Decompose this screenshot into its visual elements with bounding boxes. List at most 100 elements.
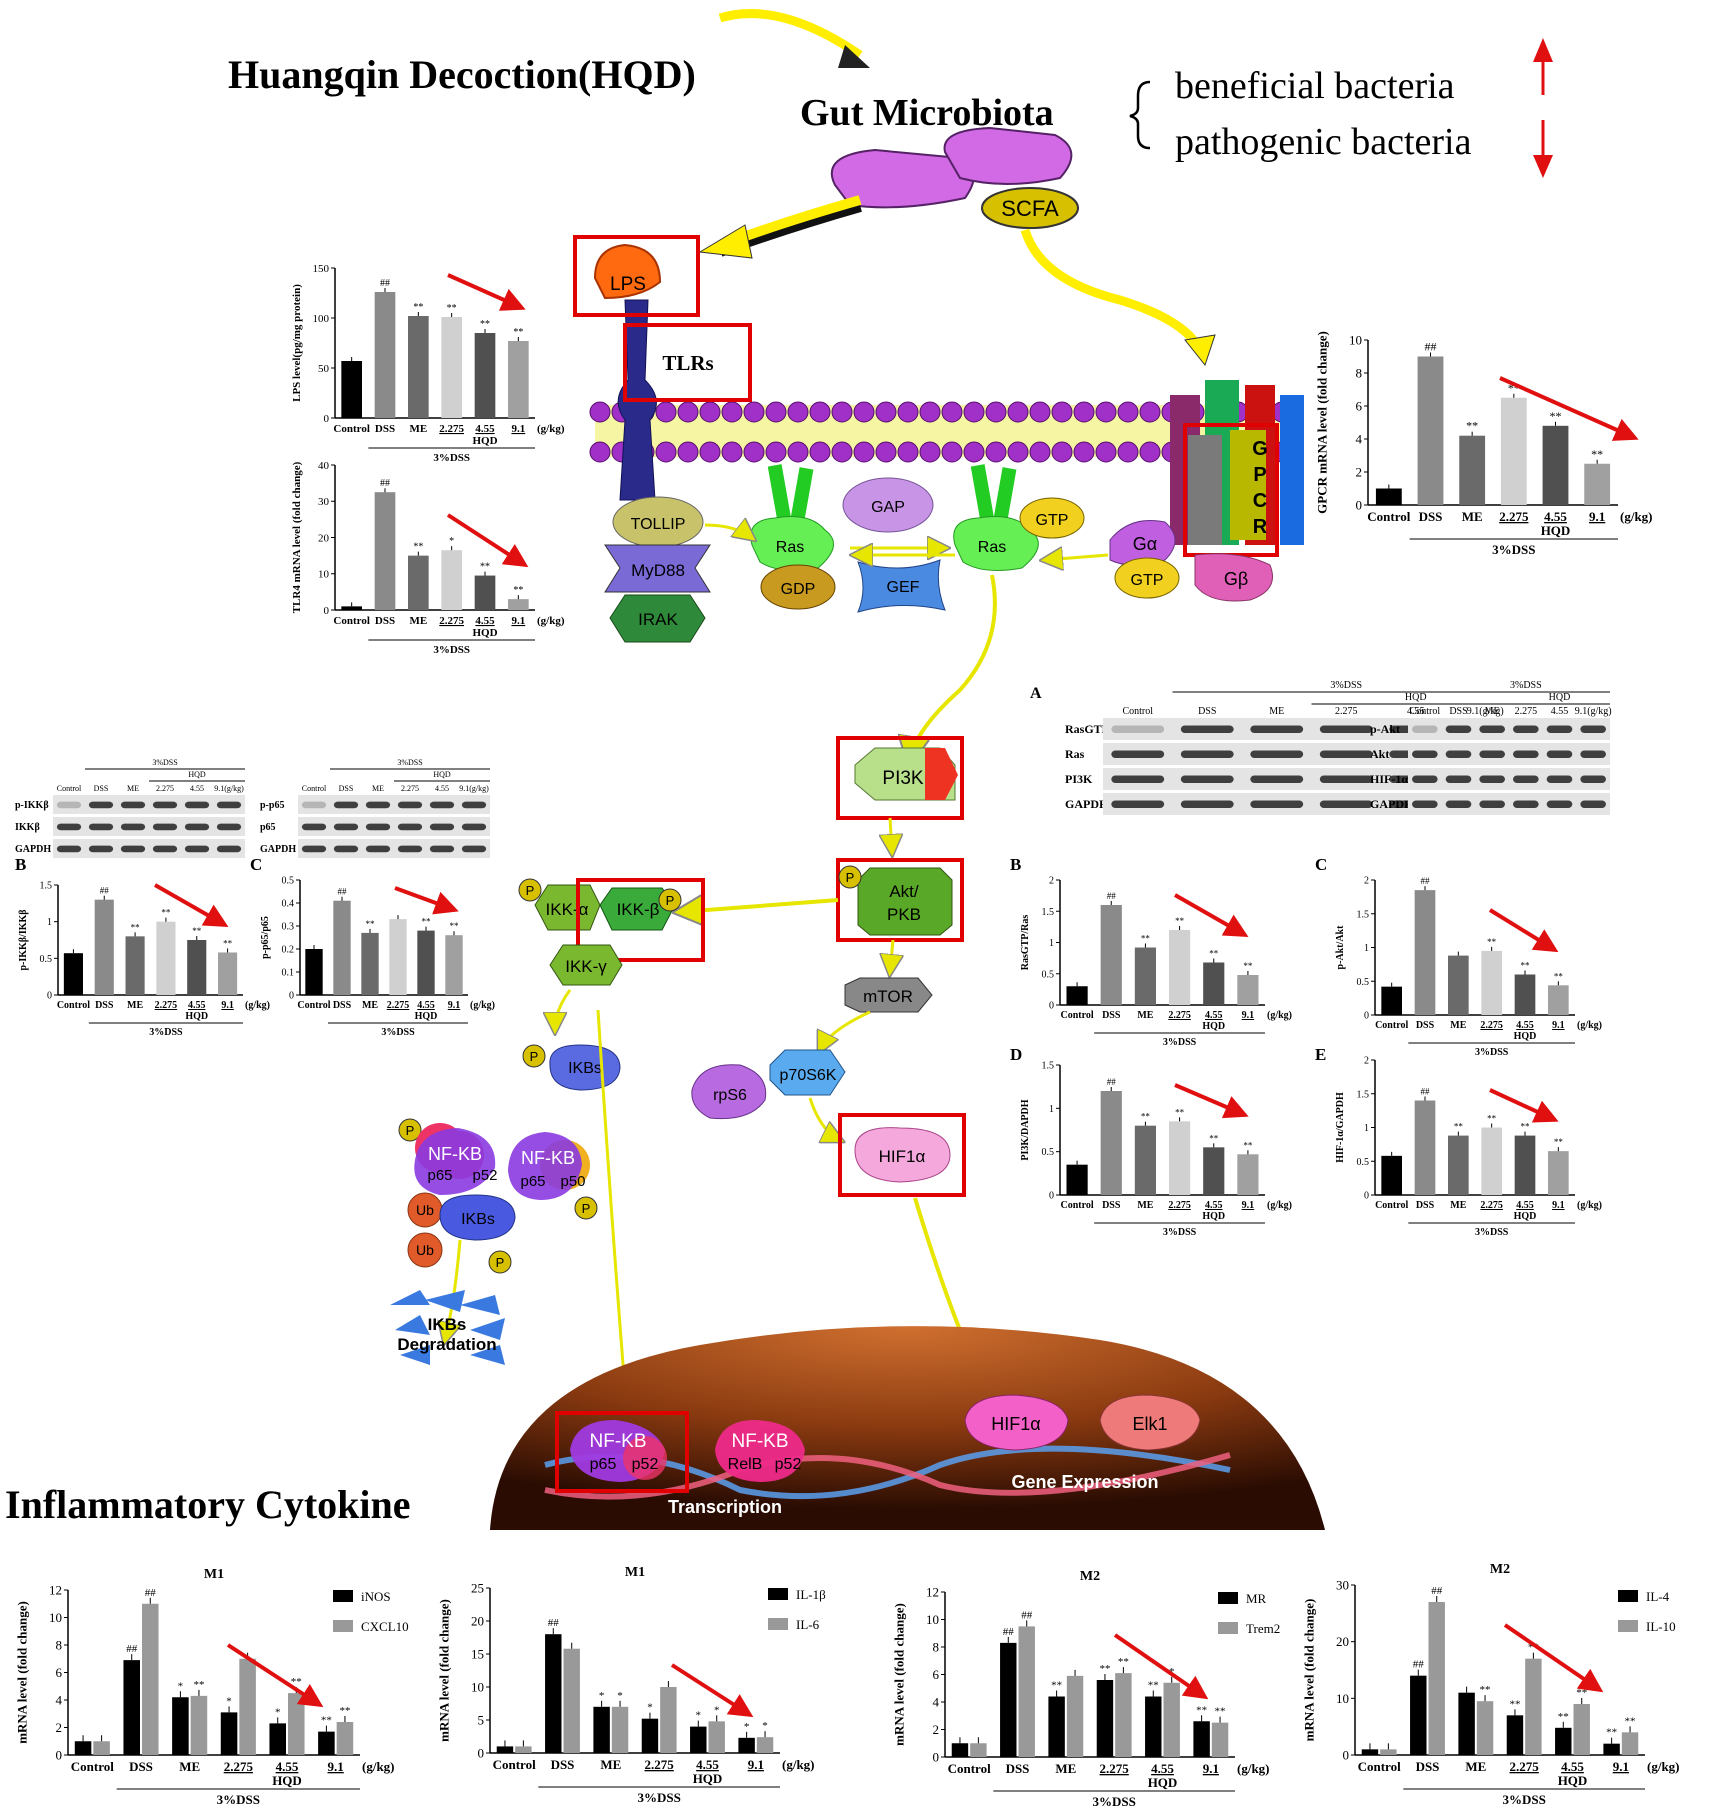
category-label: Control (1061, 1200, 1094, 1211)
category-label: ME (1465, 1759, 1486, 1774)
bar-Trem2-Control (970, 1743, 987, 1757)
y-tick-label: 0.5 (40, 954, 53, 965)
bar-4.55 (1542, 425, 1569, 505)
sig-mark: ** (513, 327, 523, 338)
y-axis-label: mRNA level (fold change) (1301, 1599, 1316, 1742)
lane-label: 4.55 (190, 784, 204, 793)
title-microbiota: Gut Microbiota (800, 92, 1054, 134)
hqd-label: HQD (1558, 1773, 1588, 1788)
lipid-head-bottom (1029, 441, 1051, 463)
blot-band (120, 823, 146, 831)
blot-row-label: Akt (1370, 747, 1389, 761)
bar-IL-10-Control (1380, 1749, 1397, 1755)
lane-label: DSS (94, 784, 109, 793)
lipid-head-top (963, 401, 985, 423)
bar-CXCL10-ME (190, 1695, 208, 1755)
blot-band (1111, 725, 1165, 733)
ikbs-node-2 (439, 1194, 516, 1241)
y-tick-label: 12 (49, 1583, 62, 1598)
bar-CXCL10-9.1 (336, 1722, 354, 1755)
trend-arrow-pp65 (394, 886, 459, 915)
sig-mark: ## (548, 1617, 560, 1629)
category-label: 2.275 (1499, 509, 1529, 524)
y-tick-label: 0.3 (282, 922, 295, 933)
lipid-head-top (1139, 401, 1161, 423)
sig-mark: ** (480, 319, 490, 330)
category-label: 4.55 (1544, 509, 1567, 524)
sig-mark: * (599, 1690, 605, 1702)
y-tick-label: 2 (56, 1720, 63, 1735)
category-label: 2.275 (1100, 1761, 1130, 1776)
elk1-node (1099, 1394, 1201, 1451)
panel-letter: B (1010, 855, 1021, 874)
category-label: DSS (1419, 509, 1443, 524)
sig-mark: ** (1509, 1698, 1520, 1710)
lipid-head-top (743, 401, 765, 423)
legend-swatch (768, 1588, 788, 1600)
sig-mark: ** (1141, 934, 1151, 944)
blot-band (429, 801, 455, 809)
category-label: Control (948, 1761, 991, 1776)
tlrs-label: TLRs (662, 351, 713, 375)
y-tick-label: 0 (47, 991, 52, 1002)
category-label: 2.275 (1168, 1010, 1191, 1021)
y-tick-label: 0 (1049, 1001, 1054, 1012)
pi3k-highlight (836, 736, 964, 820)
lipid-head-top (699, 401, 721, 423)
bar-Trem2-DSS (1018, 1626, 1035, 1757)
blot-band (1479, 800, 1505, 808)
bar-2.275 (441, 550, 462, 610)
bar-DSS (1414, 890, 1436, 1015)
ras-stalk-1a (767, 464, 792, 521)
lane-label: Control (302, 784, 327, 793)
y-tick-label: 2 (1356, 465, 1363, 480)
sig-mark: ** (1625, 1715, 1636, 1727)
sig-mark: ** (1141, 1112, 1151, 1122)
category-label: DSS (129, 1759, 153, 1774)
akt-phospho-label: P (846, 870, 855, 885)
unit-label: (g/kg) (362, 1759, 395, 1774)
blot-row-label: PI3K (1065, 772, 1093, 786)
bar-Control (1066, 986, 1088, 1005)
lipid-head-top (1029, 401, 1051, 423)
bar-2.275 (156, 921, 176, 995)
trend-arrow-pikk (154, 883, 229, 927)
pi3k-node-red (925, 748, 958, 800)
ikbs-label-2: IKBs (461, 1211, 495, 1228)
y-tick-label: 2 (1364, 876, 1369, 887)
bar-IL-10-2.275 (1525, 1658, 1542, 1755)
category-label: 2.275 (439, 615, 464, 627)
blot-band (1479, 775, 1505, 783)
y-tick-label: 8 (56, 1638, 63, 1653)
y-tick-label: 0 (289, 991, 294, 1002)
bar-Control (63, 953, 83, 995)
bar-9.1 (508, 599, 529, 610)
legend-label: CXCL10 (361, 1619, 409, 1634)
category-label: 9.1 (1552, 1200, 1565, 1211)
blot-band (88, 801, 114, 809)
gtp-node-2 (1114, 557, 1180, 599)
sig-mark: * (744, 1721, 750, 1733)
lipid-head-bottom (743, 441, 765, 463)
ras-stalk-2a (970, 464, 995, 521)
sig-mark: ** (480, 562, 490, 573)
y-tick-label: 1.5 (1357, 909, 1370, 920)
unit-label: (g/kg) (537, 615, 565, 627)
lipid-head-bottom (699, 441, 721, 463)
blot-band (88, 845, 114, 853)
pathogenic-label: pathogenic bacteria (1175, 121, 1472, 163)
bar-IL-1β-DSS (545, 1634, 562, 1753)
ikbs-phospho (522, 1044, 546, 1068)
lane-label: 4.55 (1407, 706, 1425, 717)
bar-iNOS-ME (172, 1697, 189, 1755)
category-label: 4.55 (696, 1757, 719, 1772)
hqd-label: HQD (1541, 523, 1571, 538)
sig-mark: ** (366, 919, 376, 929)
lipid-head-top (941, 401, 963, 423)
blot-band (1546, 800, 1573, 808)
lane-label: 9.1(g/kg) (1467, 706, 1504, 717)
beneficial-label: beneficial bacteria (1175, 65, 1455, 107)
gpcr-helix-4 (1280, 395, 1304, 545)
ikkb-phospho (658, 888, 682, 912)
